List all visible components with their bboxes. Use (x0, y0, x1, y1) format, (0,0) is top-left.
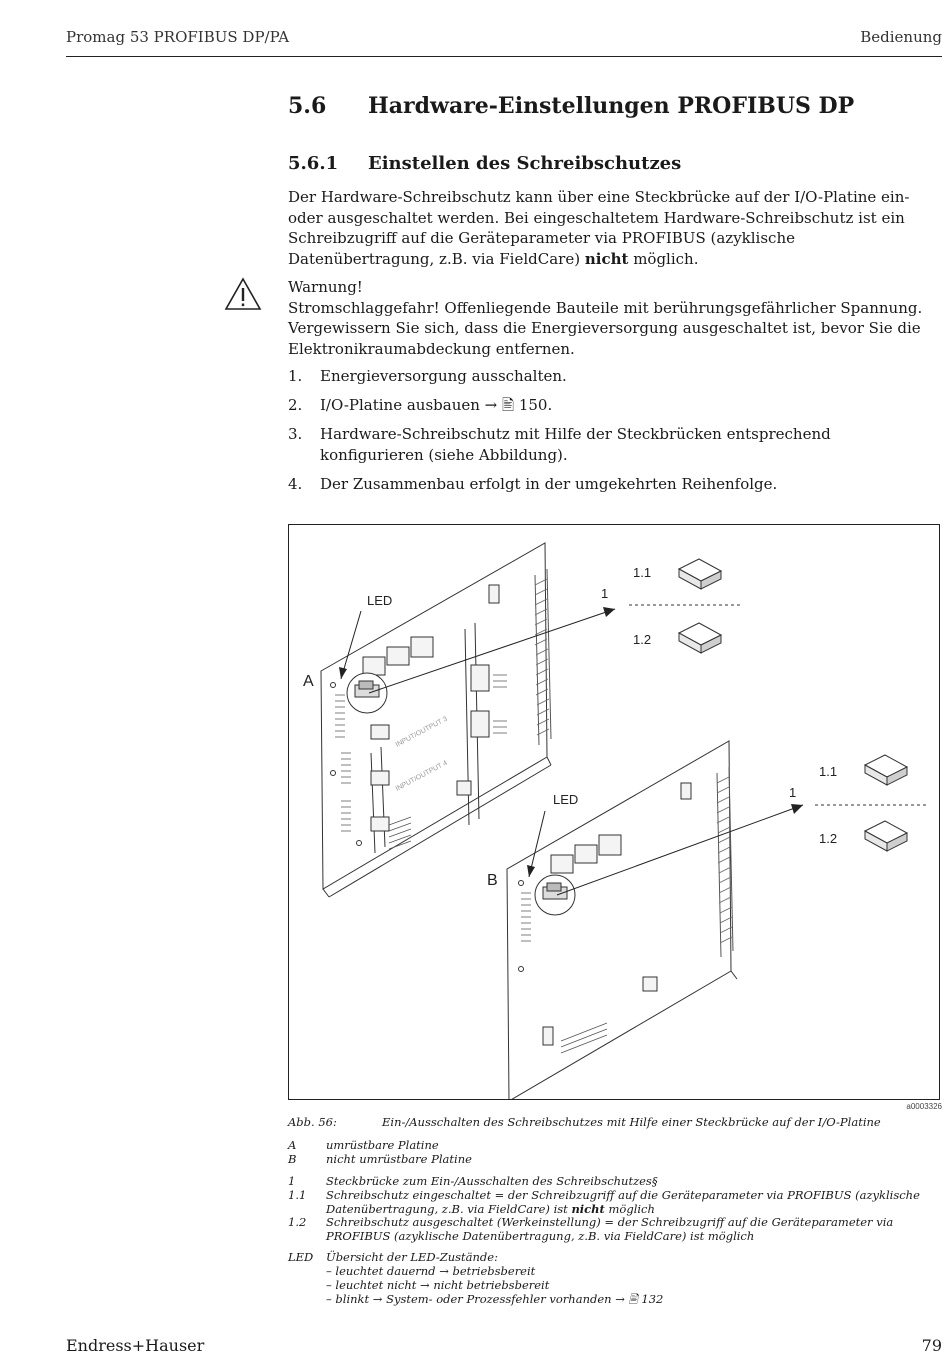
legend-key: LED (288, 1250, 314, 1264)
legend-bold-word: nicht (571, 1202, 605, 1216)
legend-key: A (288, 1138, 297, 1152)
list-item: 1. Energieversorgung ausschalten. (288, 366, 938, 387)
intro-bold-word: nicht (584, 249, 629, 268)
list-item: 2. I/O-Platine ausbauen → 🖹 150. (288, 395, 938, 416)
steps-list: 1. Energieversorgung ausschalten. 2. I/O-P… (288, 366, 938, 503)
warning-title: Warnung! (288, 278, 363, 296)
header-rule (66, 56, 942, 57)
step-text: I/O-Platine ausbauen → 🖹 150. (320, 396, 553, 414)
subsection-heading: 5.6.1 Einstellen des Schreibschutzes (288, 153, 681, 174)
label-1-b: 1 (789, 785, 796, 800)
footer-brand: Endress+Hauser (66, 1336, 205, 1355)
label-led-a: LED (367, 593, 392, 608)
running-header-chapter: Bedienung (860, 28, 942, 46)
intro-tail: möglich. (628, 249, 699, 268)
legend-key: 1 (288, 1174, 296, 1188)
label-led-b: LED (553, 792, 578, 807)
led-state: – leuchtet dauernd → betriebsbereit (326, 1264, 536, 1278)
jumper-open-icon-a (677, 622, 723, 654)
caption-key: Abb. 56: (288, 1115, 337, 1129)
legend-value: Übersicht der LED-Zustände: – leuchtet d… (326, 1250, 942, 1306)
label-1-2-a: 1.2 (633, 632, 651, 647)
running-header-title: Promag 53 PROFIBUS DP/PA (66, 28, 290, 46)
page-number: 79 (921, 1336, 942, 1355)
legend-value: nicht umrüstbare Platine (326, 1152, 472, 1166)
legend-value: umrüstbare Platine (326, 1138, 439, 1152)
legend-value: Schreibschutz ausgeschaltet (Werkeinstel… (326, 1215, 894, 1243)
legend-key: 1.2 (288, 1215, 307, 1229)
subsection-number: 5.6.1 (288, 153, 339, 174)
label-1-a: 1 (601, 586, 608, 601)
board-illustration: INPUT/OUTPUT 3 INPUT/OUTPUT 4 LED A 1 1.… (303, 542, 927, 1099)
legend-key: B (288, 1152, 297, 1166)
label-1-2-b: 1.2 (819, 831, 837, 846)
label-1-1-b: 1.1 (819, 764, 837, 779)
warning-text: Stromschlaggefahr! Offenliegende Bauteil… (288, 298, 923, 358)
legend-value: Steckbrücke zum Ein-/Ausschalten des Sch… (326, 1174, 658, 1188)
led-overview-title: Übersicht der LED-Zustände: (326, 1250, 498, 1264)
list-item: 4. Der Zusammenbau erfolgt in der umgekeh… (288, 474, 938, 495)
figure-io-board: INPUT/OUTPUT 3 INPUT/OUTPUT 4 LED A 1 1.… (288, 524, 940, 1100)
legend-value-part: Schreibschutz eingeschaltet = der Schrei… (326, 1188, 920, 1216)
label-b: B (487, 872, 498, 889)
legend-key: 1.1 (288, 1188, 307, 1202)
step-number: 1. (288, 367, 303, 385)
intro-paragraph: Der Hardware-Schreibschutz kann über ein… (288, 187, 938, 269)
legend-value-part: möglich (604, 1202, 655, 1216)
warning-triangle-icon (224, 277, 262, 310)
led-state: – leuchtet nicht → nicht betriebsbereit (326, 1278, 550, 1292)
led-state: – blinkt → System- oder Prozessfehler vo… (326, 1292, 664, 1306)
subsection-title: Einstellen des Schreibschutzes (368, 153, 682, 174)
jumper-open-icon-b (863, 820, 909, 852)
warning-block: Warnung! Stromschlaggefahr! Offenliegend… (288, 277, 938, 359)
figure-code: a0003326 (906, 1102, 942, 1111)
section-title: Hardware-Einstellungen PROFIBUS DP (368, 93, 855, 119)
label-1-1-a: 1.1 (633, 565, 651, 580)
step-number: 3. (288, 425, 303, 443)
label-a: A (303, 673, 314, 690)
step-number: 4. (288, 474, 303, 493)
jumper-closed-icon-b (863, 754, 909, 786)
step-text: Energieversorgung ausschalten. (320, 367, 567, 385)
legend-value: Schreibschutz eingeschaltet = der Schrei… (326, 1188, 942, 1216)
section-heading: 5.6 Hardware-Einstellungen PROFIBUS DP (288, 93, 854, 119)
intro-text: Der Hardware-Schreibschutz kann über ein… (288, 188, 910, 268)
step-text: Der Zusammenbau erfolgt in der umgekehrt… (320, 474, 778, 493)
step-text: Hardware-Schreibschutz mit Hilfe der Ste… (320, 425, 831, 464)
board-a-outline (320, 542, 548, 890)
section-number: 5.6 (288, 93, 327, 119)
step-number: 2. (288, 396, 303, 414)
caption-title: Ein-/Ausschalten des Schreibschutzes mit… (382, 1115, 881, 1129)
list-item: 3. Hardware-Schreibschutz mit Hilfe der S… (288, 424, 938, 465)
jumper-closed-icon-a (677, 558, 723, 590)
board-b-outline (506, 740, 732, 1099)
